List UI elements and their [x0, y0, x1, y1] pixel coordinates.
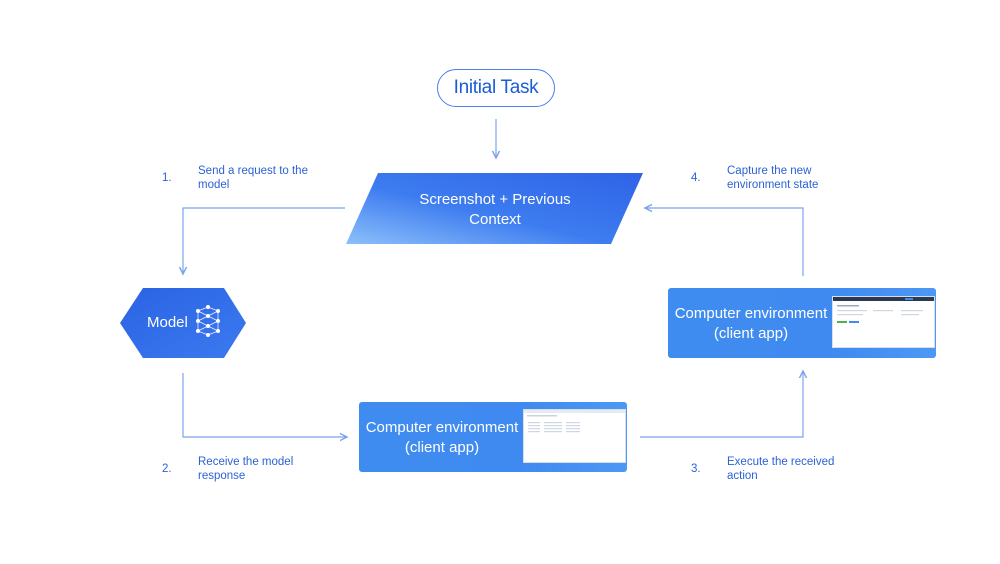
environment-label: Computer environment (client app)	[365, 419, 519, 456]
arrow-env-to-env	[640, 371, 803, 438]
environment-node-right: Computer environment (client app)	[668, 288, 936, 358]
model-node-label: Model	[147, 314, 188, 331]
step-number: 1.	[162, 172, 172, 184]
context-node-label: Screenshot + Previous Context	[419, 191, 571, 228]
arrow-context-to-model	[183, 207, 345, 274]
neural-network-icon	[196, 305, 220, 337]
initial-task-label: Initial Task	[453, 77, 539, 98]
step-text: Receive the model response	[198, 456, 294, 482]
initial-task-node: Initial Task	[437, 69, 555, 107]
model-node-shape	[120, 288, 246, 358]
step-text: Send a request to the model	[198, 165, 308, 191]
step-text: Execute the received action	[727, 456, 835, 482]
step-number: 3.	[691, 463, 701, 475]
arrow-env-to-context	[645, 208, 804, 276]
arrow-model-to-env	[182, 373, 347, 437]
step-text: Capture the new environment state	[727, 165, 819, 191]
context-node-shape	[346, 173, 643, 244]
environment-label: Computer environment (client app)	[674, 305, 828, 342]
step-number: 2.	[162, 463, 172, 475]
app-screenshot-thumbnail	[523, 409, 626, 463]
environment-node-bottom: Computer environment (client app)	[359, 402, 627, 472]
step-number: 4.	[691, 172, 701, 184]
app-screenshot-thumbnail	[832, 296, 935, 348]
